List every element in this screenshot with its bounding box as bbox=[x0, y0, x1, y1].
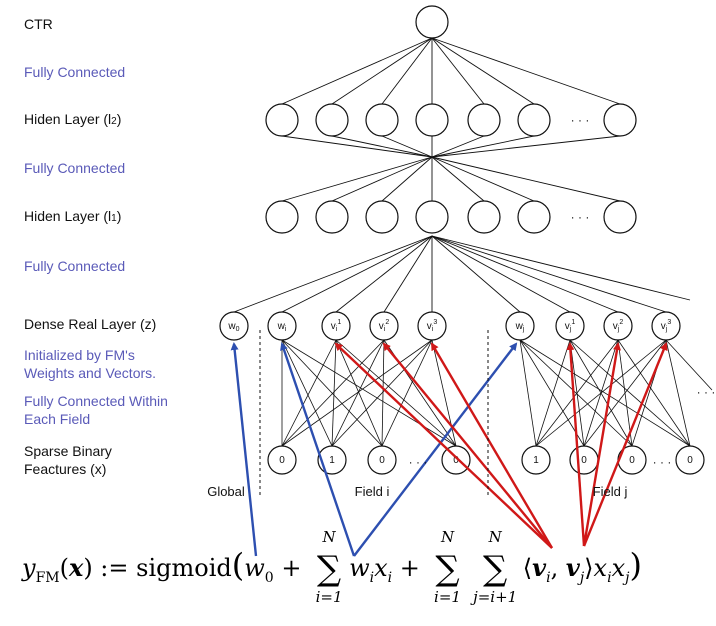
sum-3-top: N bbox=[488, 527, 502, 546]
fm-arrow bbox=[334, 342, 553, 549]
fm-arrow bbox=[582, 342, 668, 547]
sparse-line-2: Feactures (x) bbox=[24, 461, 107, 477]
sum-1-bottom: i=1 bbox=[315, 587, 343, 606]
dense-node-vj2 bbox=[603, 311, 633, 341]
right-ellipsis: · · · bbox=[697, 385, 716, 399]
hidden2-ellipsis: · · · bbox=[571, 113, 590, 127]
network-edges bbox=[233, 37, 713, 447]
fully-connected-within-label: Fully Connected Within Each Field bbox=[24, 392, 168, 428]
dense-node-w0 bbox=[219, 311, 249, 341]
dense-node-vi1 bbox=[321, 311, 351, 341]
dense-node-vi2 bbox=[369, 311, 399, 341]
dense-real-layer-label: Dense Real Layer (z) bbox=[24, 316, 157, 332]
fm-arrow bbox=[582, 342, 621, 547]
sparse-node-value: 1 bbox=[533, 455, 539, 466]
formula-inner-product: ⟨vi, vj⟩xixj bbox=[522, 553, 630, 586]
fm-arrow bbox=[566, 342, 586, 547]
dense-node-vi1-label: vi1 bbox=[331, 319, 342, 333]
dense-node-vi3 bbox=[417, 311, 447, 341]
fm-arrow bbox=[280, 342, 356, 557]
fm-arrow bbox=[353, 342, 518, 557]
formula-sigmoid: (x) := sigmoid bbox=[59, 553, 232, 582]
sparse-node-value: 0 bbox=[453, 455, 459, 466]
hidden1-ellipsis: · · · bbox=[571, 210, 590, 224]
dense-node-wj bbox=[505, 311, 535, 341]
sum-1: N∑i=1 bbox=[309, 528, 349, 606]
formula-fm-sub: FM bbox=[35, 569, 60, 586]
sparse-node-value: 0 bbox=[581, 455, 587, 466]
hidden2-node bbox=[365, 103, 399, 137]
ctr-node bbox=[415, 5, 449, 39]
sum-2: N∑i=1 bbox=[428, 528, 468, 606]
formula-w0: w bbox=[244, 554, 265, 582]
sparse-node-field-j bbox=[521, 445, 551, 475]
sum-3: N∑j=i+1 bbox=[473, 528, 517, 606]
sum-3-bottom: j=i+1 bbox=[473, 587, 518, 606]
fully-connected-label: Fully Connected bbox=[24, 160, 126, 176]
formula-y: y bbox=[22, 554, 36, 582]
fm-arrow bbox=[382, 342, 553, 549]
sparse-node-field-i bbox=[267, 445, 297, 475]
dense-node-vj1 bbox=[555, 311, 585, 341]
dense-node-wj-label: wj bbox=[515, 321, 525, 333]
hidden1-node bbox=[467, 200, 501, 234]
formula-wi: w bbox=[349, 554, 370, 582]
sparse-node-value: 0 bbox=[687, 455, 693, 466]
dense-node-vi2-label: vi2 bbox=[379, 319, 390, 333]
initialized-line-2: Weights and Vectors. bbox=[24, 365, 157, 381]
global-label: Global bbox=[207, 484, 245, 499]
sparse-node-field-i bbox=[441, 445, 471, 475]
sum-2-bottom: i=1 bbox=[434, 587, 461, 606]
hidden2-node bbox=[315, 103, 349, 137]
sparse-node-value: 0 bbox=[279, 455, 285, 466]
fm-arrows bbox=[230, 342, 668, 557]
hidden2-node bbox=[265, 103, 299, 137]
hidden1-node bbox=[265, 200, 299, 234]
hidden1-node bbox=[365, 200, 399, 234]
sparse-node-value: 0 bbox=[379, 455, 385, 466]
dense-node-vj1-label: vj1 bbox=[565, 319, 576, 333]
fully-connected-label: Fully Connected bbox=[24, 64, 126, 80]
field-i-ellipsis: · · · bbox=[409, 455, 428, 469]
field-i-label: Field i bbox=[355, 484, 390, 499]
sparse-node-value: 0 bbox=[629, 455, 635, 466]
fcw-line-1: Fully Connected Within bbox=[24, 393, 168, 409]
field-j-label: Field j bbox=[593, 484, 628, 499]
sparse-node-value: 1 bbox=[329, 455, 335, 466]
dense-node-vj3-label: vj3 bbox=[661, 319, 672, 333]
fully-connected-label: Fully Connected bbox=[24, 258, 126, 274]
dense-node-vj3 bbox=[651, 311, 681, 341]
hidden2-node bbox=[415, 103, 449, 137]
sparse-node-field-j bbox=[675, 445, 705, 475]
fm-arrow bbox=[430, 342, 554, 549]
sum-2-top: N bbox=[440, 527, 455, 546]
fm-arrow bbox=[230, 342, 258, 557]
sparse-binary-label: Sparse Binary Feactures (x) bbox=[24, 442, 112, 478]
field-j-ellipsis: · · · bbox=[653, 455, 672, 469]
dense-node-vj2-label: vj2 bbox=[613, 319, 624, 333]
hidden1-node bbox=[415, 200, 449, 234]
dense-node-vi3-label: vi3 bbox=[427, 319, 438, 333]
hidden-layer-1-label: Hiden Layer (l1) bbox=[24, 208, 122, 224]
hidden1-node bbox=[315, 200, 349, 234]
sum-1-top: N bbox=[322, 527, 336, 546]
initialized-by-fm-label: Initialized by FM's Weights and Vectors. bbox=[24, 346, 156, 382]
sparse-node-field-i bbox=[367, 445, 397, 475]
fcw-line-2: Each Field bbox=[24, 411, 91, 427]
ctr-label: CTR bbox=[24, 16, 53, 32]
hidden1-node bbox=[603, 200, 637, 234]
hidden1-node bbox=[517, 200, 551, 234]
hidden2-node bbox=[517, 103, 551, 137]
dense-node-wi-label: wi bbox=[277, 321, 287, 333]
sparse-line-1: Sparse Binary bbox=[24, 443, 112, 459]
hidden-layer-2-label: Hiden Layer (l2) bbox=[24, 111, 122, 127]
hidden2-node bbox=[467, 103, 501, 137]
dense-node-wi bbox=[267, 311, 297, 341]
hidden2-node bbox=[603, 103, 637, 137]
initialized-line-1: Initialized by FM's bbox=[24, 347, 135, 363]
